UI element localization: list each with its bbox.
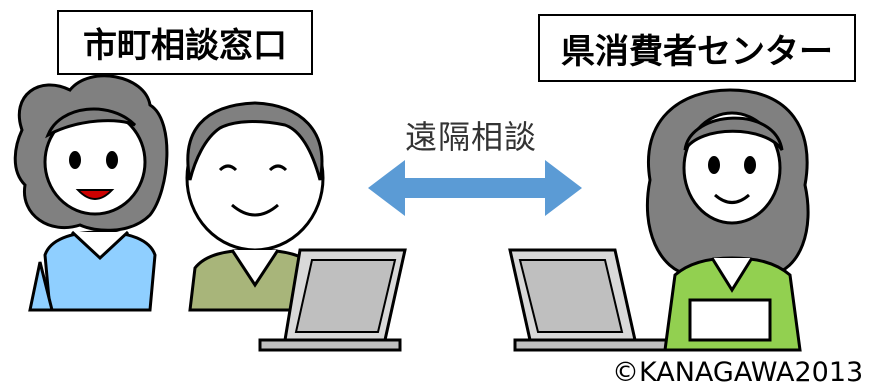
city-consultation-text: 市町相談窓口 — [83, 26, 287, 66]
right-laptop — [508, 248, 697, 352]
left-laptop — [258, 248, 407, 352]
city-consultation-label: 市町相談窓口 — [57, 10, 313, 75]
remote-consultation-label: 遠隔相談 — [405, 118, 538, 156]
elder-man-figure — [185, 101, 325, 312]
double-arrow-icon — [368, 160, 582, 216]
right-woman-figure — [645, 88, 810, 352]
prefecture-center-text: 県消費者センター — [561, 31, 833, 72]
left-woman-figure — [13, 74, 169, 312]
copyright-notice: ©KANAGAWA2013 — [612, 357, 864, 388]
prefecture-center-label: 県消費者センター — [538, 14, 856, 82]
